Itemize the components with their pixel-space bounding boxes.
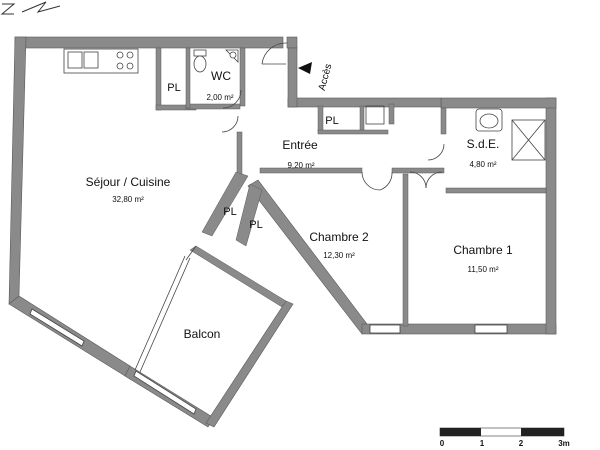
access-label: Accès	[317, 63, 335, 92]
kitchen-counter	[63, 48, 139, 74]
room-area-sejour: 32,80 m²	[112, 195, 144, 204]
room-area-chambre2: 12,30 m²	[323, 251, 355, 260]
room-name-sde: S.d.E.	[467, 137, 500, 151]
washbasin-icon	[225, 49, 239, 63]
sink-icon	[475, 108, 503, 132]
north-arrow-icon	[0, 1, 61, 15]
room-name-chambre1: Chambre 1	[453, 243, 513, 257]
room-name-wc: WC	[211, 69, 231, 83]
room-area-entree: 9,20 m²	[287, 161, 314, 170]
scale-tick-0: 0	[440, 439, 445, 448]
storage-label-entree: PL	[325, 115, 338, 127]
storage-label-diag2: PL	[249, 219, 262, 231]
room-name-entree: Entrée	[282, 138, 318, 152]
room-name-chambre2: Chambre 2	[309, 230, 369, 244]
interior-walls	[155, 47, 547, 327]
storage-label-kitchen: PL	[167, 82, 180, 94]
door-swings	[134, 42, 445, 373]
exterior-walls	[8, 36, 557, 428]
room-name-balcon: Balcon	[184, 327, 221, 341]
room-area-chambre1: 11,50 m²	[468, 265, 499, 274]
access-arrow-icon	[298, 62, 312, 74]
toilet-icon	[193, 49, 207, 73]
room-area-wc: 2,00 m²	[206, 93, 233, 102]
scale-tick-3m: 3m	[558, 439, 570, 448]
room-name-sejour: Séjour / Cuisine	[86, 175, 171, 189]
storage-label-diag1: PL	[223, 206, 236, 218]
room-area-sde: 4,80 m²	[469, 160, 496, 169]
scale-bar: 0 1 2 3m	[439, 427, 570, 448]
windows	[29, 308, 508, 415]
scale-tick-1: 1	[480, 439, 485, 448]
scale-tick-2: 2	[519, 439, 524, 448]
shower-icon	[511, 119, 546, 161]
